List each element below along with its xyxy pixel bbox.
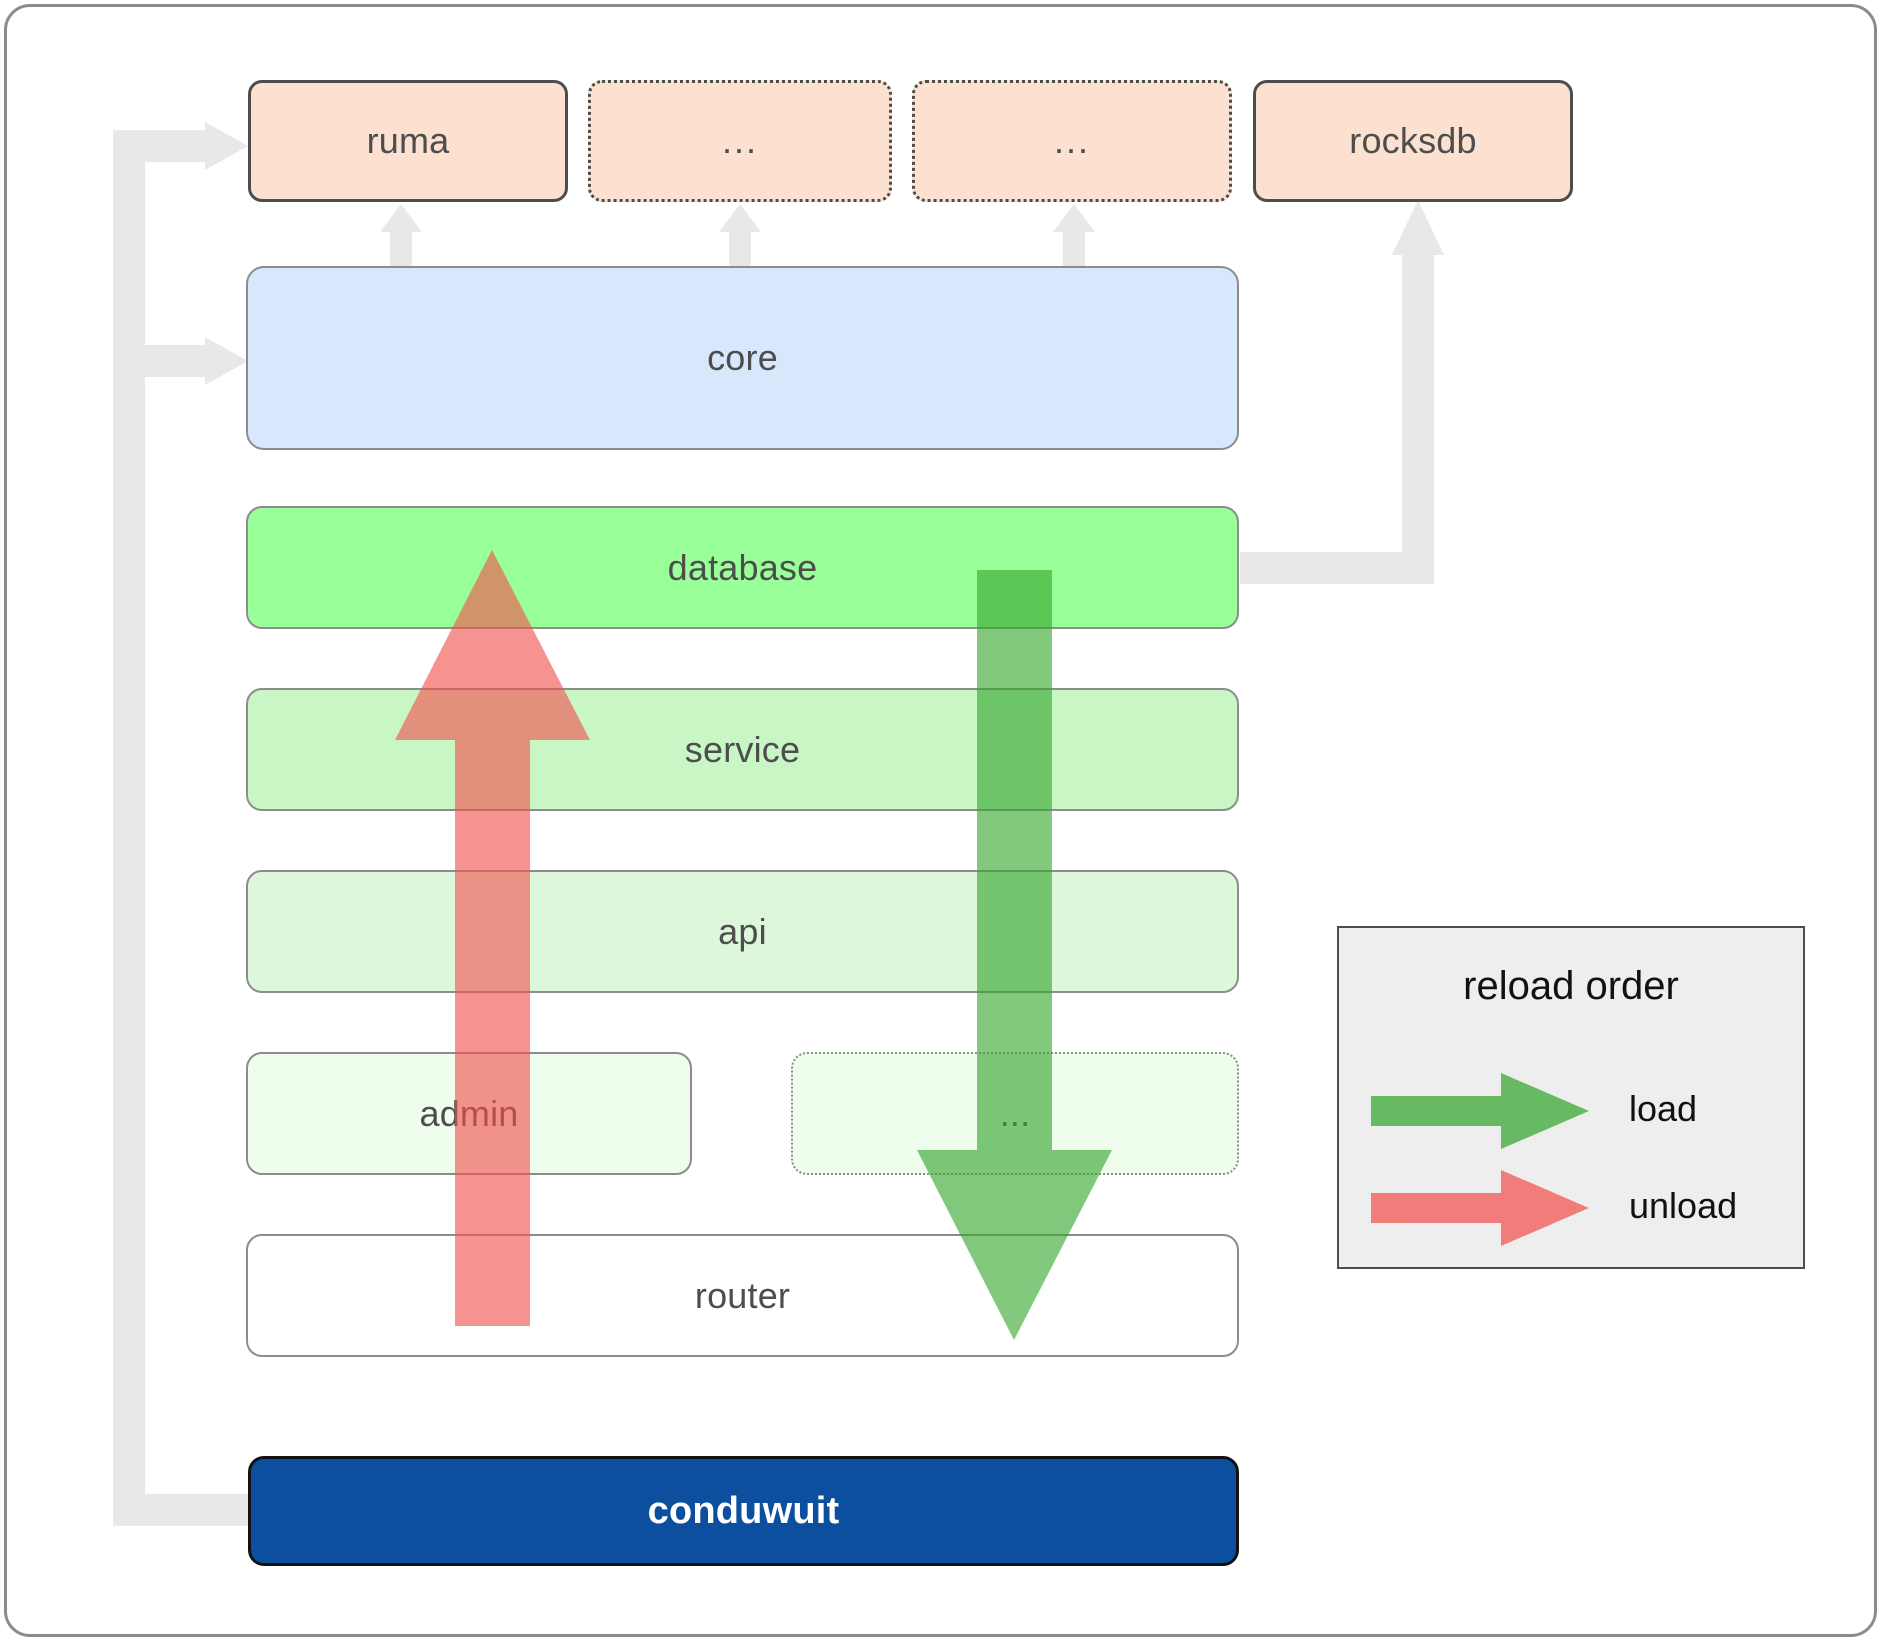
node-conduwuit[interactable]: conduwuit [248,1456,1239,1566]
node-core[interactable]: core [246,266,1239,450]
legend-unload-arrow [1371,1170,1589,1246]
gray-rocksdb-connector [1240,200,1444,584]
node-conduwuit-label: conduwuit [647,1490,840,1532]
node-router[interactable]: router [246,1234,1239,1357]
legend-unload-label: unload [1629,1185,1738,1226]
legend-title: reload order [1463,964,1679,1008]
unload-arrow [395,550,590,1326]
node-api[interactable]: api [246,870,1239,993]
legend-panel: reload order load unload [1337,926,1805,1269]
core-to-dependency-arrows [380,204,1095,268]
gray-dependency-connectors [113,122,248,1526]
node-ellipsis-2[interactable]: ... [912,80,1232,202]
legend-load-arrow [1371,1073,1589,1149]
load-arrow [917,570,1112,1340]
legend-load-label: load [1629,1088,1698,1129]
